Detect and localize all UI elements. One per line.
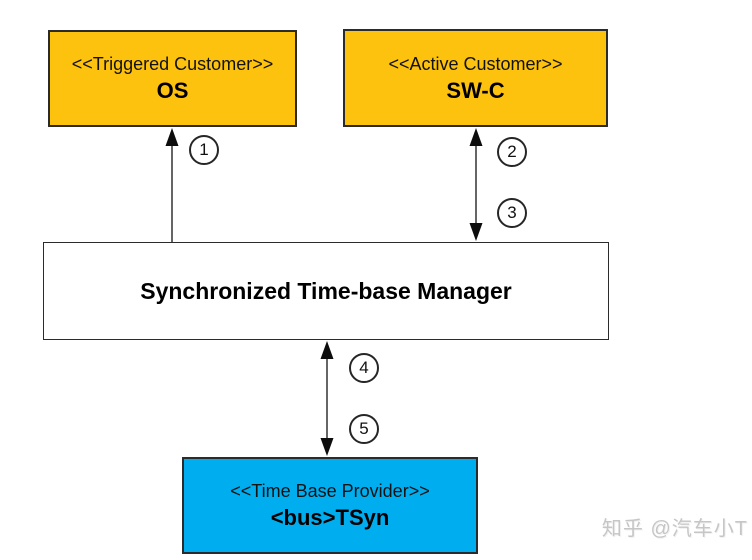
arrow-4-head-up-icon [320, 341, 334, 359]
watermark-text: 知乎 @汽车小T [601, 518, 748, 540]
step-badge-5: 5 [349, 414, 379, 444]
arrow-manager-swc [469, 128, 483, 241]
node-swc-name: SW-C [446, 77, 505, 103]
node-os-name: OS [156, 78, 189, 103]
arrow-3-head-down-icon [469, 223, 483, 241]
arrow-manager-to-os [165, 128, 179, 242]
arrow-manager-provider [320, 341, 334, 456]
arrow-5-head-down-icon [320, 438, 334, 456]
step-badge-2: 2 [497, 137, 527, 167]
step-badge-3: 3 [497, 198, 527, 228]
node-os: <<Triggered Customer>> OS [48, 30, 297, 127]
arrow-1-head-up-icon [165, 128, 179, 146]
node-os-stereotype: <<Triggered Customer>> [71, 54, 274, 74]
node-provider: <<Time Base Provider>> <bus>TSyn [182, 457, 478, 554]
arrow-2-head-up-icon [469, 128, 483, 146]
step-badge-4: 4 [349, 353, 379, 383]
node-manager-name: Synchronized Time-base Manager [140, 277, 512, 304]
step-badge-1: 1 [189, 135, 219, 165]
node-swc: <<Active Customer>> SW-C [343, 29, 608, 127]
node-swc-stereotype: <<Active Customer>> [388, 53, 563, 74]
node-provider-name: <bus>TSyn [270, 505, 390, 530]
node-provider-stereotype: <<Time Base Provider>> [230, 481, 430, 501]
node-manager: Synchronized Time-base Manager [43, 242, 609, 340]
